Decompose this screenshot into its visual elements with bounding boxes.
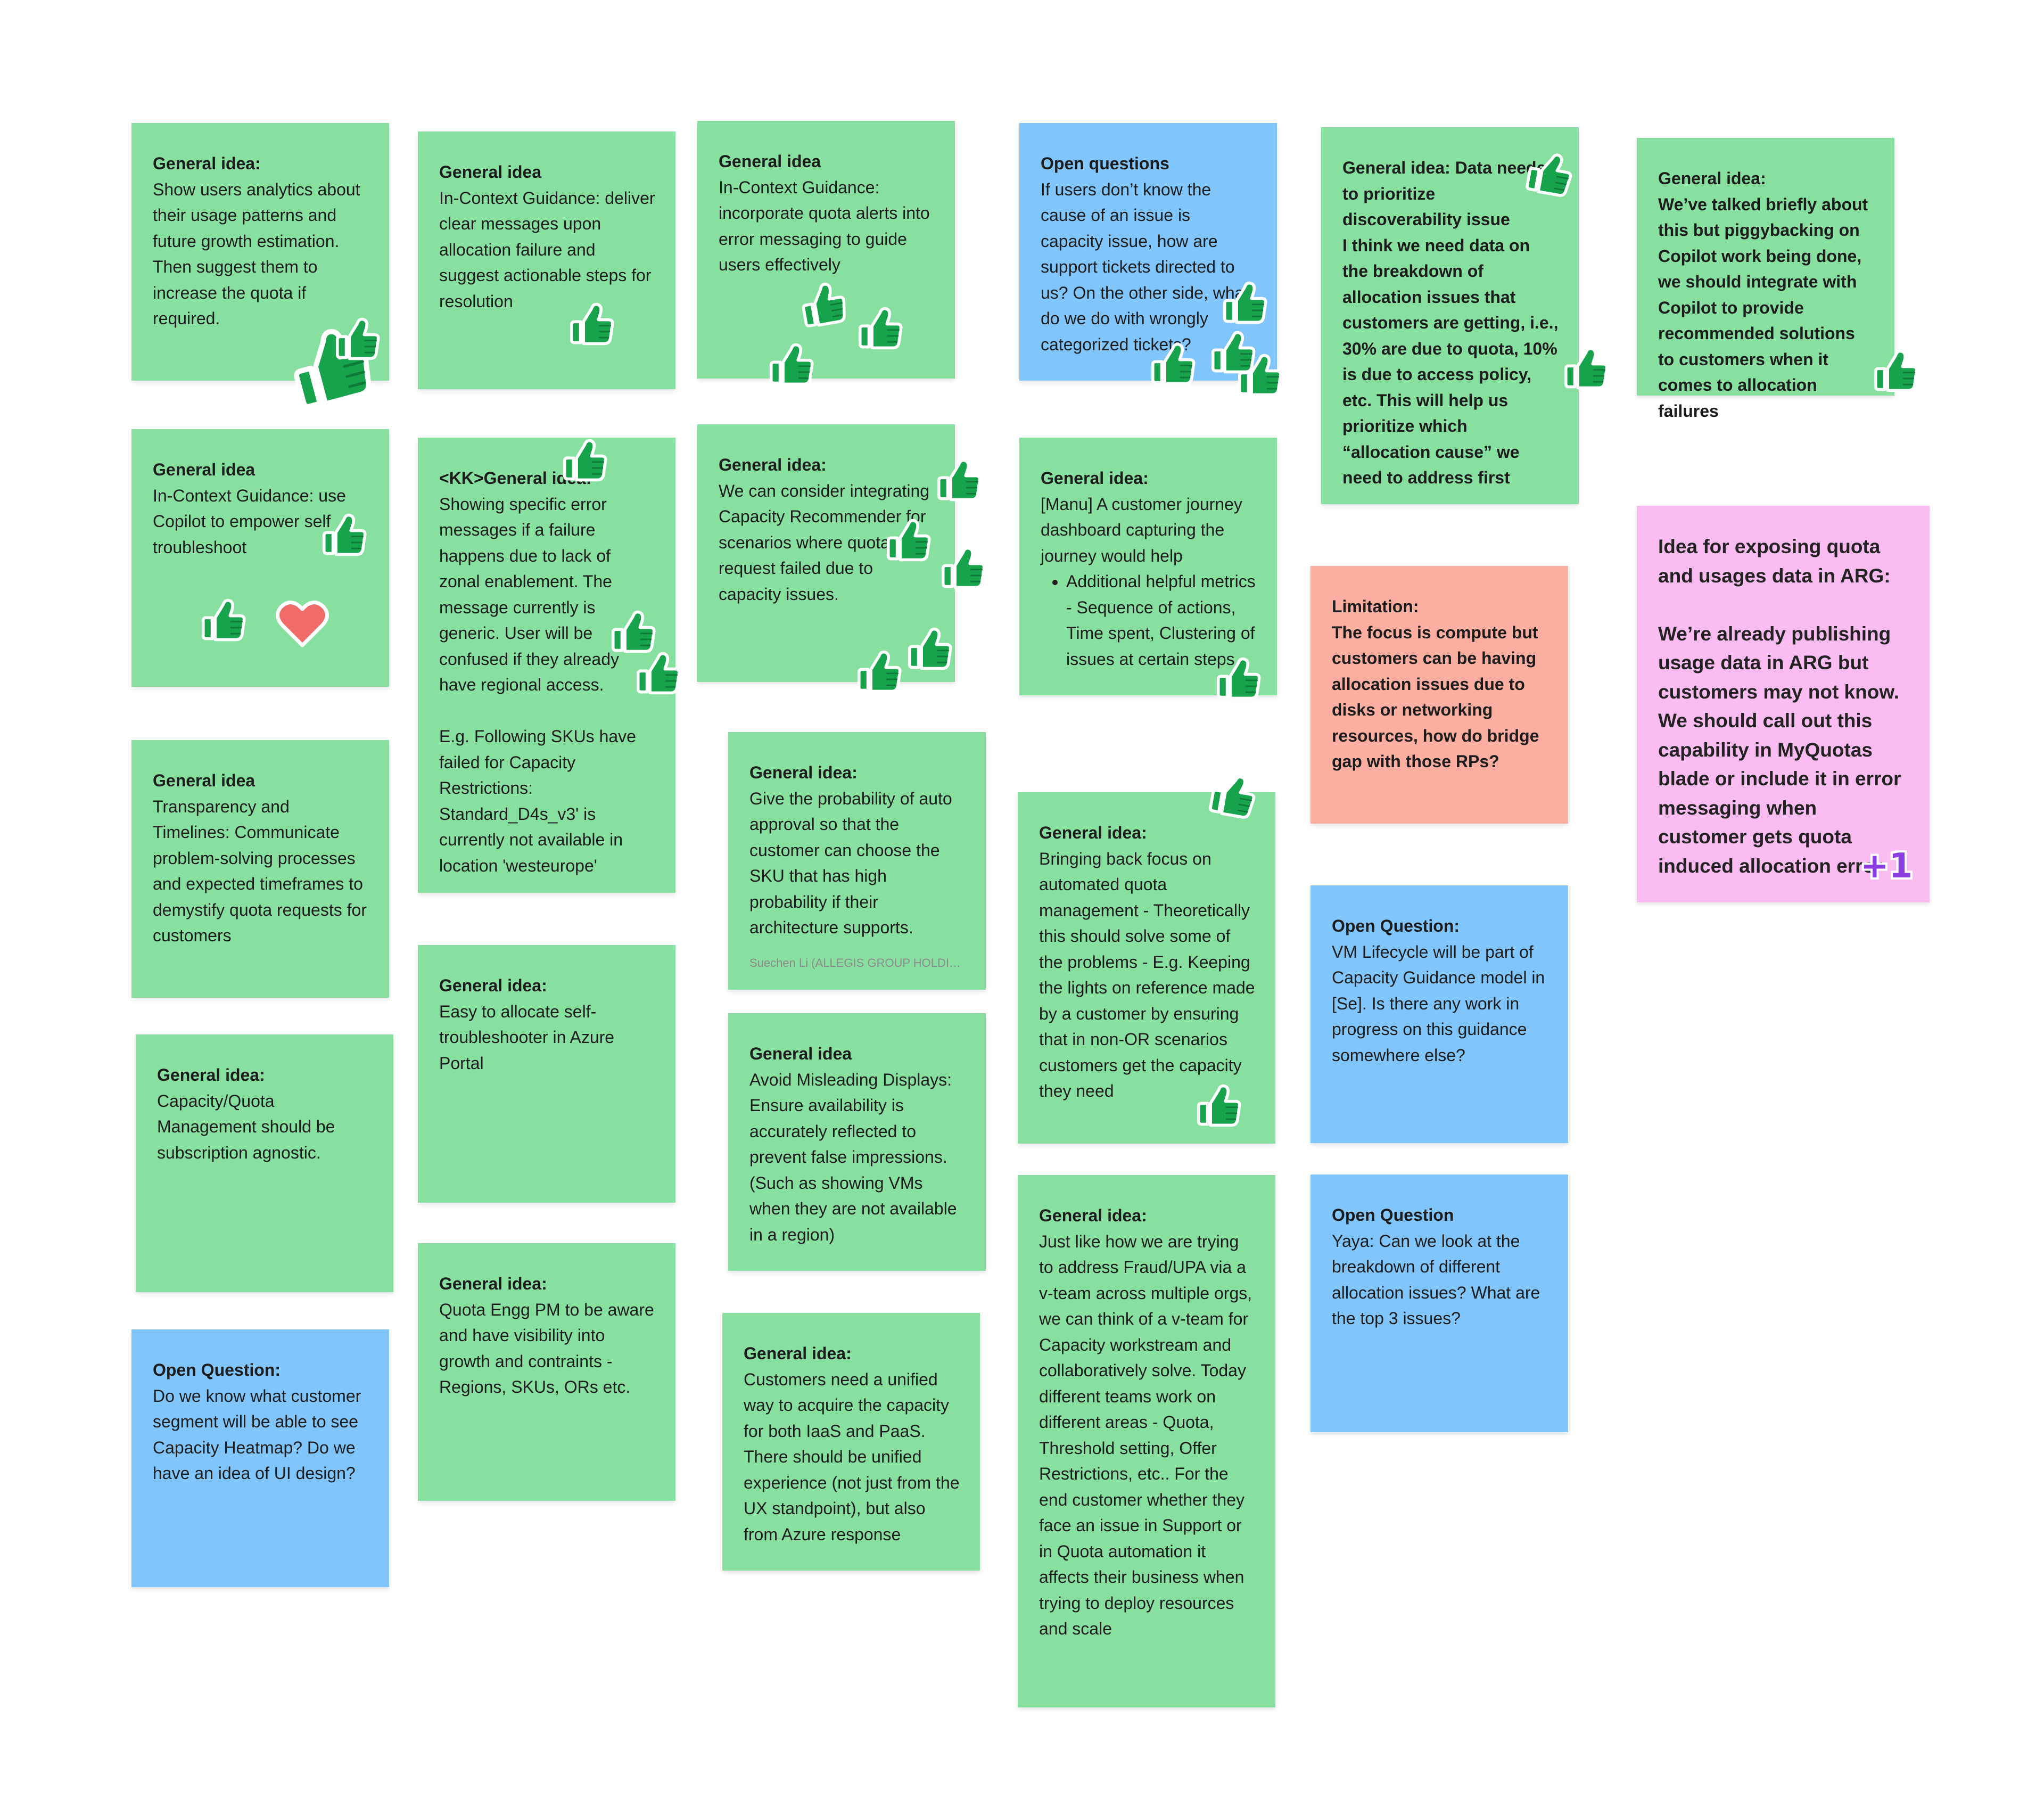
thumbs-up-icon[interactable] <box>769 340 815 389</box>
note-body: Yaya: Can we look at the breakdown of di… <box>1332 1231 1540 1328</box>
note-body: [Manu] A customer journey dashboard capt… <box>1041 494 1242 565</box>
note-body: In-Context Guidance: deliver clear messa… <box>439 188 655 311</box>
sticky-note[interactable]: Open Question: Do we know what customer … <box>131 1329 389 1587</box>
note-title: General idea: <box>749 763 858 782</box>
note-title: General idea <box>153 771 256 790</box>
sticky-note[interactable]: General idea In-Context Guidance: use Co… <box>131 429 389 687</box>
thumbs-up-icon[interactable] <box>1564 343 1610 392</box>
note-title: Open Question: <box>153 1360 281 1379</box>
sticky-note[interactable]: Idea for exposing quota and usages data … <box>1637 506 1930 902</box>
note-title: General idea: <box>157 1065 265 1085</box>
thumbs-up-icon[interactable] <box>1207 767 1261 824</box>
sticky-note[interactable]: General idea: Give the probability of au… <box>728 732 986 990</box>
sticky-note[interactable]: Open Question Yaya: Can we look at the b… <box>1311 1174 1568 1432</box>
note-title: General idea <box>749 1044 852 1063</box>
sticky-note[interactable]: General idea: Customers need a unified w… <box>722 1313 980 1571</box>
sticky-note[interactable]: General idea In-Context Guidance: delive… <box>418 132 675 389</box>
note-bullet: Additional helpful metrics - Sequence of… <box>1066 569 1257 672</box>
thumbs-up-icon[interactable] <box>570 299 615 348</box>
note-body: The focus is compute but customers can b… <box>1332 622 1539 771</box>
sticky-note[interactable]: General idea: Show users analytics about… <box>131 123 389 381</box>
note-body: Quota Engg PM to be aware and have visib… <box>439 1300 654 1397</box>
note-body: Capacity/Quota Management should be subs… <box>157 1091 335 1162</box>
note-body: We can consider integrating Capacity Rec… <box>719 481 930 604</box>
sticky-note[interactable]: General idea: [Manu] A customer journey … <box>1019 438 1277 695</box>
note-title: General idea: <box>439 1274 547 1293</box>
note-bullet-list: Additional helpful metrics - Sequence of… <box>1041 569 1257 672</box>
note-body: Give the probability of auto approval so… <box>749 788 952 938</box>
note-title: General idea <box>439 162 542 182</box>
sticky-note[interactable]: Open Question: VM Lifecycle will be part… <box>1311 885 1568 1143</box>
note-title: <KK>General idea: <box>439 469 592 488</box>
note-title: Open questions <box>1041 154 1169 173</box>
note-title: Open Question: <box>1332 916 1460 935</box>
note-title: Open Question <box>1332 1205 1454 1225</box>
note-body: Show users analytics about their usage p… <box>153 179 360 328</box>
note-title: General idea: <box>1658 169 1766 188</box>
thumbs-up-icon[interactable] <box>908 624 953 673</box>
thumbs-up-icon[interactable] <box>886 515 932 564</box>
note-title: General idea: <box>1041 469 1149 488</box>
thumbs-up-icon[interactable] <box>797 276 851 332</box>
thumbs-up-icon[interactable] <box>937 455 983 504</box>
note-body: Easy to allocate self-troubleshooter in … <box>439 1001 615 1073</box>
thumbs-up-icon[interactable] <box>1197 1081 1242 1130</box>
sticky-note[interactable]: General idea: We’ve talked briefly about… <box>1637 138 1894 421</box>
note-body: Avoid Misleading Displays: Ensure availa… <box>749 1070 957 1244</box>
note-body: If users don’t know the cause of an issu… <box>1041 179 1249 354</box>
thumbs-up-icon[interactable] <box>322 510 368 559</box>
thumbs-up-icon[interactable] <box>1216 654 1262 703</box>
sticky-note[interactable]: Limitation: The focus is compute but cus… <box>1311 566 1568 824</box>
sticky-note[interactable]: General idea Transparency and Timelines:… <box>131 740 389 998</box>
note-body: I think we need data on the breakdown of… <box>1342 235 1559 488</box>
note-body: Do we know what customer segment will be… <box>153 1386 361 1483</box>
note-body: In-Context Guidance: incorporate quota a… <box>719 177 930 275</box>
thumbs-up-icon[interactable] <box>1874 346 1919 395</box>
sticky-note[interactable]: General idea: Capacity/Quota Management … <box>136 1034 393 1292</box>
sticky-note[interactable]: General idea: Bringing back focus on aut… <box>1018 792 1275 1144</box>
sticky-note[interactable]: General idea: Just like how we are tryin… <box>1018 1175 1275 1707</box>
note-title: General idea: <box>1039 823 1147 842</box>
thumbs-up-icon[interactable] <box>201 595 247 644</box>
note-body: Bringing back focus on automated quota m… <box>1039 849 1255 1101</box>
note-body: We’ve talked briefly about this but pigg… <box>1658 194 1868 421</box>
thumbs-up-icon[interactable] <box>941 543 987 592</box>
note-body: Idea for exposing quota and usages data … <box>1658 536 1901 877</box>
sticky-note[interactable]: Open questions If users don’t know the c… <box>1019 123 1277 381</box>
thumbs-up-icon[interactable] <box>1238 350 1283 399</box>
thumbs-up-icon[interactable] <box>858 303 904 352</box>
note-title: General idea <box>153 460 256 479</box>
sticky-note[interactable]: <KK>General idea: Showing specific error… <box>418 438 675 893</box>
sticky-note[interactable]: General idea Avoid Misleading Displays: … <box>728 1013 986 1271</box>
thumbs-up-icon[interactable] <box>636 648 682 697</box>
thumbs-up-icon[interactable] <box>1223 278 1268 327</box>
note-body: Transparency and Timelines: Communicate … <box>153 796 367 946</box>
note-title: General idea: Data needed to prioritize … <box>1342 158 1556 229</box>
sticky-note[interactable]: General idea: Data needed to prioritize … <box>1321 127 1579 504</box>
sticky-note[interactable]: General idea: Quota Engg PM to be aware … <box>418 1243 675 1501</box>
note-title: General idea: <box>719 455 827 474</box>
heart-icon[interactable] <box>276 597 329 648</box>
sticky-note[interactable]: General idea: Easy to allocate self-trou… <box>418 945 675 1203</box>
note-body: Just like how we are trying to address F… <box>1039 1231 1252 1639</box>
thumbs-up-icon[interactable] <box>563 436 608 484</box>
note-title: Limitation: <box>1332 597 1419 616</box>
note-body: VM Lifecycle will be part of Capacity Gu… <box>1332 942 1545 1065</box>
note-title: General idea: <box>439 976 547 995</box>
note-title: General idea: <box>744 1344 852 1363</box>
thumbs-up-icon[interactable] <box>1151 339 1197 388</box>
note-body: Customers need a unified way to acquire … <box>744 1369 960 1544</box>
thumbs-up-icon[interactable] <box>857 647 903 696</box>
plus-one-icon[interactable]: +1 <box>1860 847 1913 886</box>
thumbs-up-icon[interactable] <box>335 314 381 363</box>
note-author: Suechen Li (ALLEGIS GROUP HOLDINGS INC) <box>749 956 966 970</box>
note-title: General idea <box>719 152 821 171</box>
note-title: General idea: <box>1039 1206 1147 1225</box>
note-body: Showing specific error messages if a fai… <box>439 494 636 875</box>
sticky-note[interactable]: General idea In-Context Guidance: incorp… <box>697 121 955 379</box>
note-body: In-Context Guidance: use Copilot to empo… <box>153 486 346 557</box>
thumbs-up-icon[interactable] <box>1524 145 1578 202</box>
note-title: General idea: <box>153 154 261 173</box>
